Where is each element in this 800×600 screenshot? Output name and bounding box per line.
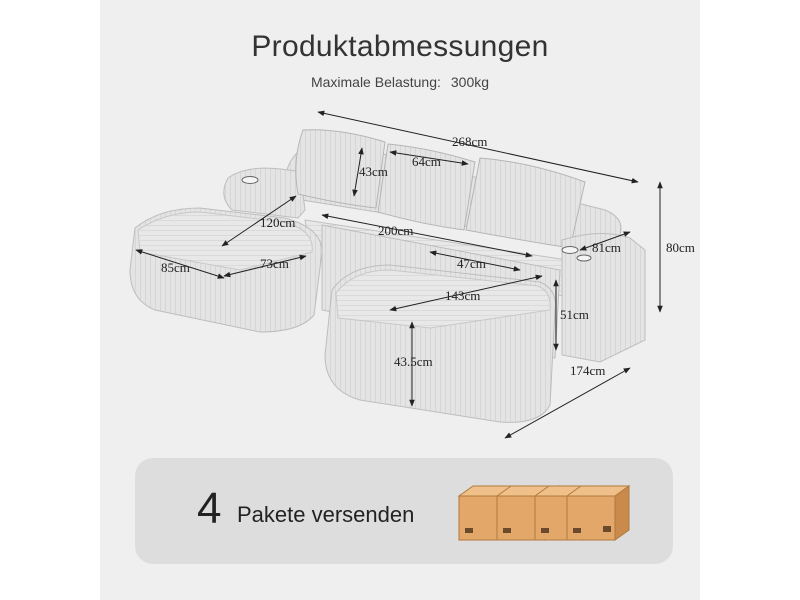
label-pillow-width: 64cm [412,154,441,169]
sofa-dimension-diagram: 268cm 64cm 43cm 120cm 200cm 85cm 73cm 81… [129,110,695,439]
label-chaise-length: 143cm [445,288,480,303]
dim-line-seat-depth [429,250,521,272]
label-armrest-depth: 81cm [592,240,621,255]
dim-line-total-length [317,110,639,184]
dim-line-ottoman-length [135,249,225,279]
right-cupholder-2 [576,254,592,262]
label-ottoman-width: 73cm [260,256,289,271]
dim-line-sofa-length [321,213,533,258]
label-seat-depth: 47cm [457,256,486,271]
dim-line-chaise-length [389,274,543,312]
dim-line-pillow-height [352,147,364,197]
dim-line-armrest-depth [579,231,631,251]
max-load-info: Maximale Belastung: 300kg [100,74,700,90]
cardboard-box-icon [565,485,631,541]
dim-line-ottoman-width [223,254,307,278]
dim-line-chaise-depth [504,367,631,439]
label-chaise-depth: 174cm [570,363,605,378]
left-armrest [223,167,306,219]
label-chaise-height: 43.5cm [394,354,433,369]
dim-line-ottoman-depth [221,195,297,247]
label-total-height: 80cm [666,240,695,255]
label-total-length: 268cm [452,134,487,149]
label-ottoman-length: 85cm [161,260,190,275]
shipping-panel: 4 Pakete versenden [135,458,673,564]
dim-line-pillow-width [389,150,469,166]
page-title: Produktabmessungen [251,30,549,63]
left-cupholder [241,176,259,184]
label-sofa-length: 200cm [378,223,413,238]
pillow-right [465,157,586,249]
package-boxes [457,485,631,541]
label-pillow-height: 43cm [359,164,388,179]
package-count: 4 [197,484,222,533]
label-seat-height: 51cm [560,307,589,322]
max-load-value: 300kg [450,74,490,90]
right-cupholder [561,246,579,254]
package-label: Pakete versenden [237,502,415,527]
label-ottoman-depth: 120cm [260,215,295,230]
max-load-label: Maximale Belastung: [310,74,441,90]
